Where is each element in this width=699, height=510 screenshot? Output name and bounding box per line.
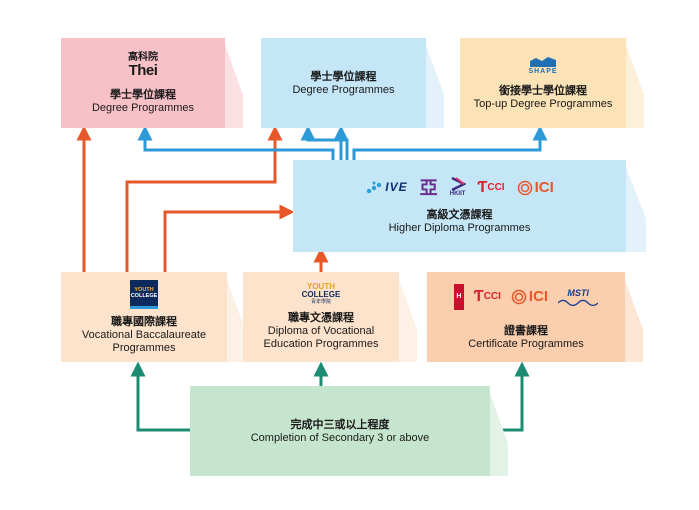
hki-logo: H [453,283,464,310]
secondary-3-box: 完成中三或以上程度 Completion of Secondary 3 or a… [190,386,490,476]
cci-logo-text: CCI [487,182,505,193]
hkdi-logo: 亞 [420,179,438,197]
vb-logo-line2: COLLEGE [130,292,158,299]
msti-logo-text: MSTI [567,287,589,298]
cert-ici-logo-icon [511,289,527,304]
higher-diploma-en: Higher Diploma Programmes [388,222,531,234]
cci-logo: Ƭ CCI [477,178,505,196]
msti-logo: MSTI [558,287,599,306]
dve-box: YOUTH COLLEGE 青年學院 職專文憑課程 Diploma of Voc… [243,272,399,362]
shape-logo: SHAPE [528,56,558,76]
vb-zh: 職專國際課程 [111,315,177,328]
higher-diploma-box: IVE 亞 HKIIT Ƭ CCI ICI 高級文憑課程 Higher Dipl… [293,160,626,252]
shape-logo-text: SHAPE [528,67,558,75]
vb-en: Vocational Baccalaureate Programmes [81,328,207,354]
msti-wave-icon [558,299,599,306]
thei-logo-en: Thei [128,61,158,79]
ici-logo-icon [517,180,532,195]
youth-college-logo: YOUTH COLLEGE 青年學院 [301,282,341,306]
ici-logo-text: ICI [534,179,554,196]
shape-logo-icon [530,56,556,67]
thei-degree-zh: 學士學位課程 [110,88,176,101]
hd-logos: IVE 亞 HKIIT Ƭ CCI ICI [365,177,554,198]
topup-degree-en: Top-up Degree Programmes [473,97,613,110]
arrow-vb-to-degree [125,125,283,272]
secondary-3-zh: 完成中三或以上程度 [290,418,390,431]
dve-logo-sub: 青年學院 [310,299,331,305]
dve-zh: 職專文憑課程 [288,312,354,324]
arrow-vb-to-hd [163,204,295,272]
degree-box: 學士學位課程 Degree Programmes [261,38,426,128]
vb-logo-line1: YOUTH [134,286,154,293]
arrow-hd-to-degree-b [300,125,349,160]
cert-ici-logo-text: ICI [528,288,549,305]
hkiit-logo: HKIIT [450,177,466,198]
cert-cci-logo-text: CCI [483,291,501,302]
thei-degree-box: 高科院 Thei 學士學位課程 Degree Programmes [61,38,225,128]
youth-college-intl-logo: YOUTH COLLEGE [130,279,158,309]
vocational-baccalaureate-box: YOUTH COLLEGE 職專國際課程 Vocational Baccalau… [61,272,227,362]
cci-logo-icon: Ƭ [477,178,488,196]
ive-logo: IVE [365,181,407,195]
thei-degree-en: Degree Programmes [91,101,195,114]
secondary-3-en: Completion of Secondary 3 or above [250,431,430,444]
dve-logo-line1: YOUTH [306,282,335,291]
hkiit-logo-icon [451,177,466,191]
cert-cci-logo-icon: Ƭ [473,287,484,305]
hkiit-logo-text: HKIIT [449,191,466,197]
certificate-zh: 證書課程 [504,324,548,337]
ici-logo: ICI [517,180,554,196]
ive-logo-icon [367,181,382,193]
cert-cci-logo: Ƭ CCI [473,287,501,305]
dve-logo-line2: COLLEGE [301,290,341,299]
thei-logo: 高科院 Thei [128,52,158,78]
cert-logos: H Ƭ CCI ICI MSTI [453,283,599,310]
cert-ici-logo: ICI [511,289,548,305]
degree-zh: 學士學位課程 [310,70,377,83]
dve-en: Diploma of Vocational Education Programm… [263,325,379,350]
higher-diploma-zh: 高級文憑課程 [426,209,493,221]
arrow-hd-to-thei [137,125,335,160]
arrow-hd-to-shape [352,125,548,160]
hkdi-logo-icon: 亞 [419,177,438,198]
topup-degree-zh: 銜接學士學位課程 [499,84,587,97]
certificate-box: H Ƭ CCI ICI MSTI 證書課程 Certificate Progra… [427,272,625,362]
arrow-s3-to-vb [130,361,190,432]
certificate-en: Certificate Programmes [468,337,584,350]
ive-logo-text: IVE [385,180,408,194]
thei-logo-zh: 高科院 [128,51,158,63]
degree-en: Degree Programmes [292,83,395,96]
topup-degree-box: SHAPE 銜接學士學位課程 Top-up Degree Programmes [460,38,626,128]
